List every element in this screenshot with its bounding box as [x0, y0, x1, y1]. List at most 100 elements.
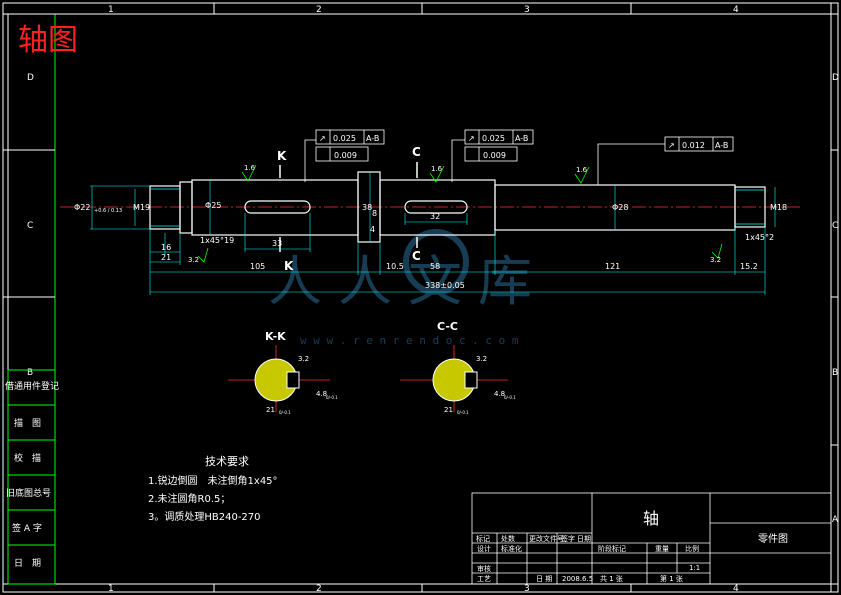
part-name: 轴 [643, 509, 659, 528]
tolerance-frame [315, 146, 369, 162]
zone-label-bottom: 1 [108, 584, 114, 594]
section-dim: 3.2 [476, 355, 487, 363]
roughness-value: 1.6 [244, 164, 256, 172]
keyway-cut [286, 371, 300, 389]
title-block-header: 更改文件号 [529, 534, 564, 543]
zone-label-top: 1 [108, 5, 114, 15]
left-strip-box [7, 369, 56, 585]
tolerance-symbol: ↗ [668, 141, 675, 150]
title-block [471, 492, 832, 585]
title-block-role: 工艺 [477, 575, 491, 583]
tolerance-value: 0.012 [682, 141, 705, 150]
dim-text: 33 [272, 239, 282, 248]
title-block-sheet-no: 第 1 张 [660, 574, 683, 583]
keyway-cut [464, 371, 478, 389]
section-view-cc: C-C 3.2 4.8 0/-0.1 21 0/-0.1 [400, 320, 516, 415]
zone-label-left: C [27, 221, 33, 231]
zone-label-right: A [832, 515, 839, 525]
dim-text: 21 [161, 253, 171, 262]
tolerance-frame [464, 129, 534, 145]
watermark-brand: 人人文库 [268, 250, 548, 313]
dim-text: 4 [370, 225, 375, 234]
shaft-step [179, 181, 193, 234]
dim-text: 338±0.05 [425, 281, 465, 290]
left-strip-label: 日 期 [14, 558, 41, 569]
section-mark: C [412, 249, 421, 263]
tech-req-line: 1.锐边倒圆 未注倒角1x45° [148, 474, 278, 487]
left-strip-label: 旧底图总号 [6, 487, 51, 499]
title-block-border [471, 492, 832, 585]
dim-text: 105 [250, 262, 265, 271]
roughness-value: 1.6 [431, 165, 443, 173]
title-block-header: 标记 [476, 534, 490, 543]
section-mark: K [284, 259, 294, 273]
dim-text: 58 [430, 262, 440, 271]
title-block-header: 处数 [501, 534, 515, 543]
left-strip-label: 签 A 字 [12, 522, 42, 534]
left-strip-label: 借通用件登记 [5, 380, 59, 392]
roughness-value: 1.6 [576, 166, 588, 174]
section-dim: 4.8 [494, 390, 505, 398]
dim-text: +0.6 / 0.13 [94, 208, 122, 214]
title-block-role: 设计 [477, 544, 491, 553]
zone-label-bottom: 2 [316, 584, 322, 594]
section-dim: 0/-0.1 [504, 395, 516, 400]
title-block-role: 审核 [477, 564, 491, 573]
title-block-header: 日期 [577, 535, 591, 543]
tolerance-symbol: ↗ [468, 134, 475, 143]
title-block-date: 2008.6.5 [562, 575, 593, 583]
dim-text: 1x45°2 [745, 233, 774, 242]
dim-text: Φ28 [612, 203, 628, 212]
shaft-step [379, 179, 496, 236]
drawing-title: 轴图 [18, 23, 78, 58]
dim-text: 32 [430, 212, 440, 221]
tolerance-flat: 0.009 [334, 151, 357, 160]
tech-req-line: 3。调质处理HB240-270 [148, 511, 261, 523]
dim-text: 1x45°19 [200, 236, 234, 245]
tolerance-flat: 0.009 [483, 151, 506, 160]
tolerance-frame [464, 146, 518, 162]
section-dim: 3.2 [298, 355, 309, 363]
title-block-stage: 比例 [685, 544, 699, 553]
tolerance-datum: A-B [366, 134, 379, 143]
shaft-step [149, 185, 181, 230]
zone-label-bottom: 3 [524, 584, 530, 594]
section-view-label: K-K [265, 330, 286, 343]
dim-text: Φ22 [74, 203, 90, 212]
zone-label-top: 3 [524, 5, 530, 15]
title-block-stage: 阶段标记 [598, 544, 626, 553]
title-block-date-label: 日 期 [536, 575, 552, 583]
roughness-symbol [574, 166, 590, 184]
zone-label-bottom: 4 [733, 584, 739, 594]
title-block-stage: 重量 [655, 545, 669, 553]
tech-req-line: 2.未注圆角R0.5； [148, 492, 230, 505]
dim-text: 10.5 [386, 262, 404, 271]
title-block-role: 标准化 [501, 544, 522, 553]
keyway [404, 200, 468, 214]
left-strip-label: 校 描 [14, 452, 41, 464]
keyway [244, 200, 311, 214]
leader-line [304, 139, 316, 182]
zone-label-top: 4 [733, 5, 739, 15]
roughness-symbol [197, 247, 209, 263]
tolerance-symbol: ↗ [319, 134, 326, 143]
drawing-type: 零件图 [758, 533, 788, 545]
roughness-symbol [711, 243, 723, 259]
watermark: 人人文库 w w w . r e n r e n d o c . c o m [268, 229, 548, 347]
section-dim: 0/-0.1 [326, 395, 338, 400]
roughness-value: 3.2 [710, 256, 721, 264]
zone-label-right: D [832, 73, 839, 83]
section-mark: K [277, 149, 287, 163]
section-dim: 21 [444, 406, 453, 414]
left-strip-label: 描 图 [14, 417, 41, 429]
tolerance-datum: A-B [715, 141, 728, 150]
zone-label-left: D [27, 73, 34, 83]
tech-req-title: 技术要求 [205, 455, 249, 468]
title-block-scale: 1:1 [689, 564, 700, 572]
dim-text: 8 [372, 209, 377, 218]
watermark-url: w w w . r e n r e n d o c . c o m [300, 334, 519, 347]
section-dim: 21 [266, 406, 275, 414]
roughness-symbol [429, 165, 445, 183]
section-dim: 4.8 [316, 390, 327, 398]
